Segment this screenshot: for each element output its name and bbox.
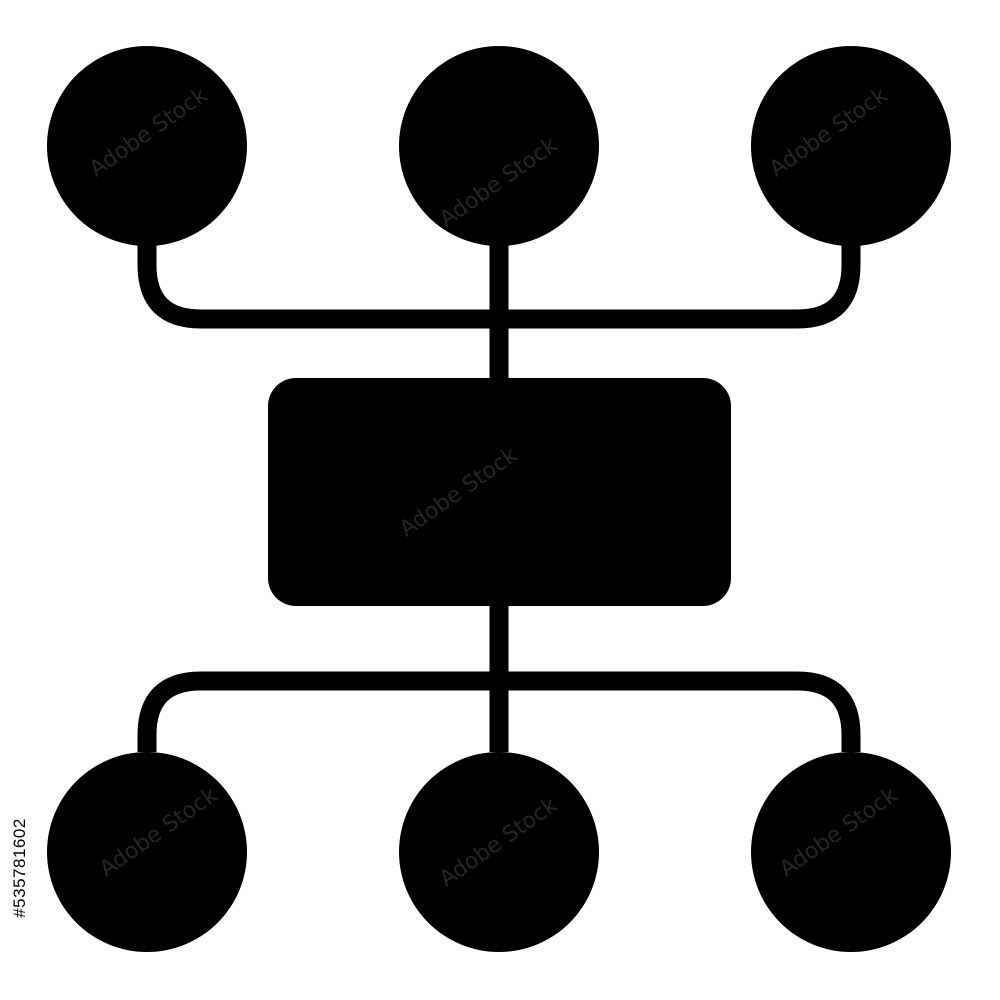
bottom-left-node (47, 752, 247, 952)
connector-lines (137, 245, 861, 752)
top-right-connector (499, 245, 861, 329)
bottom-center-node (399, 752, 599, 952)
top-left-node (47, 46, 247, 246)
top-right-node (751, 46, 951, 246)
bottom-right-node (751, 752, 951, 952)
bottom-left-connector (137, 671, 499, 752)
top-left-connector (137, 245, 499, 329)
central-block (268, 378, 731, 606)
top-center-node (399, 46, 599, 246)
bottom-right-connector (499, 671, 861, 752)
